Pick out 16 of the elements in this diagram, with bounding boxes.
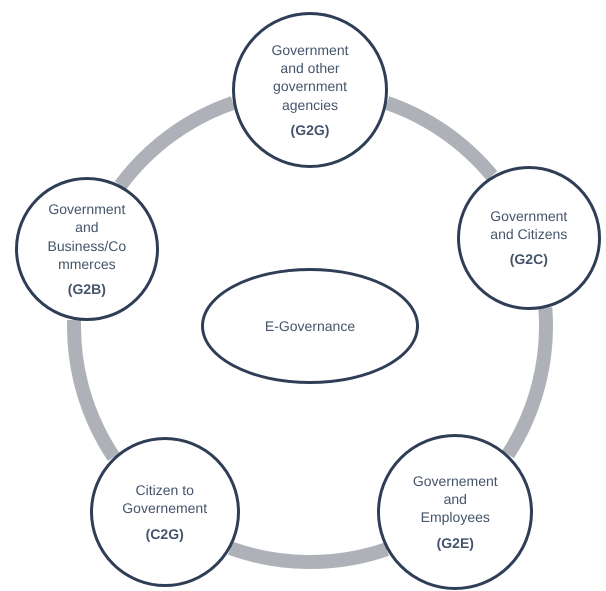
node-code: (G2G) xyxy=(290,120,330,139)
node-label: Government and other government agencies xyxy=(270,41,350,114)
ring-connector xyxy=(115,96,236,190)
ring-connector xyxy=(67,320,120,460)
ring-connector xyxy=(228,541,389,569)
node-label: Government and Business/Commerces xyxy=(46,200,128,273)
node-code: (G2B) xyxy=(68,280,106,298)
node-code: (G2C) xyxy=(510,250,548,268)
node-label: E-Governance xyxy=(264,316,356,336)
node-code: (G2E) xyxy=(436,534,474,552)
ring-connector xyxy=(384,96,498,180)
node-code: (C2G) xyxy=(146,524,184,543)
ring-connector xyxy=(502,308,553,458)
node-label: Citizen to Governement xyxy=(121,481,208,518)
node-label: Governement and Employees xyxy=(412,472,499,527)
node-label: Government and Citizens xyxy=(489,206,568,244)
